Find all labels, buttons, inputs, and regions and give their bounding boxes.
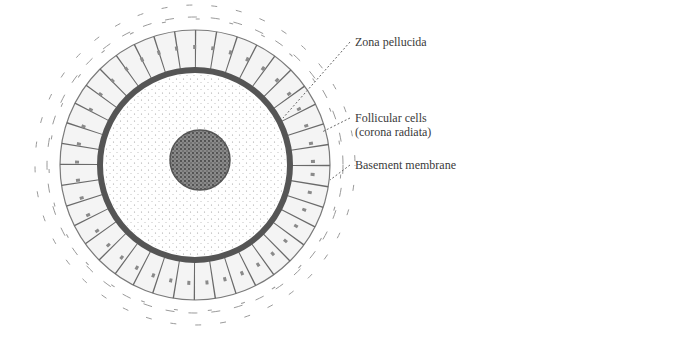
ooplasm <box>104 74 286 256</box>
part-label: Zona pellucida <box>355 35 515 49</box>
part-label: Follicular cells (corona radiata) <box>355 111 460 139</box>
zona-pellucida <box>100 70 290 260</box>
part-label: Basement membrane <box>355 158 515 172</box>
follicular-cells <box>60 30 330 300</box>
nucleus <box>170 130 230 190</box>
leader-lines <box>283 42 350 180</box>
stroma <box>30 0 360 330</box>
